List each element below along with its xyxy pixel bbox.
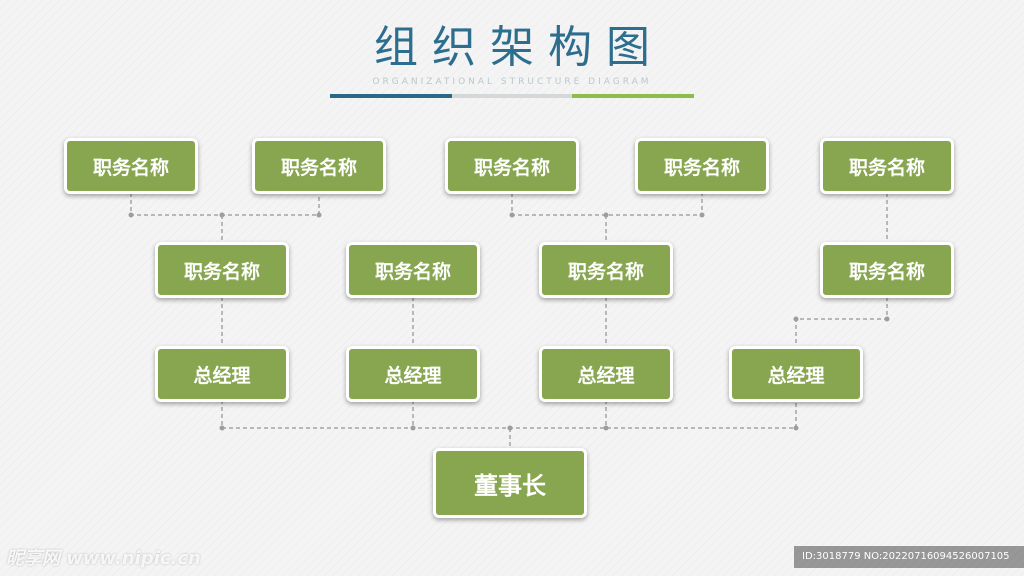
page-title: 组织架构图: [374, 22, 664, 73]
chairman-box: 董事长: [433, 448, 587, 518]
general-manager-box-2: 总经理: [346, 346, 480, 402]
position-box-7: 职务名称: [346, 242, 480, 298]
watermark-id: ID:3018779 NO:20220716094526007105: [794, 546, 1024, 568]
position-box-9: 职务名称: [820, 242, 954, 298]
position-box-6: 职务名称: [155, 242, 289, 298]
general-manager-box-1: 总经理: [155, 346, 289, 402]
watermark-logo: 昵享网 www.nipic.cn: [6, 548, 201, 569]
title-underline-gray: [452, 94, 572, 98]
general-manager-box-3: 总经理: [539, 346, 673, 402]
position-box-3: 职务名称: [445, 138, 579, 194]
position-box-1: 职务名称: [64, 138, 198, 194]
general-manager-box-4: 总经理: [729, 346, 863, 402]
title-underline-green: [572, 94, 694, 98]
position-box-4: 职务名称: [635, 138, 769, 194]
page-subtitle: ORGANIZATIONAL STRUCTURE DIAGRAM: [372, 77, 652, 87]
position-box-2: 职务名称: [252, 138, 386, 194]
position-box-8: 职务名称: [539, 242, 673, 298]
title-underline-blue: [330, 94, 452, 98]
position-box-5: 职务名称: [820, 138, 954, 194]
